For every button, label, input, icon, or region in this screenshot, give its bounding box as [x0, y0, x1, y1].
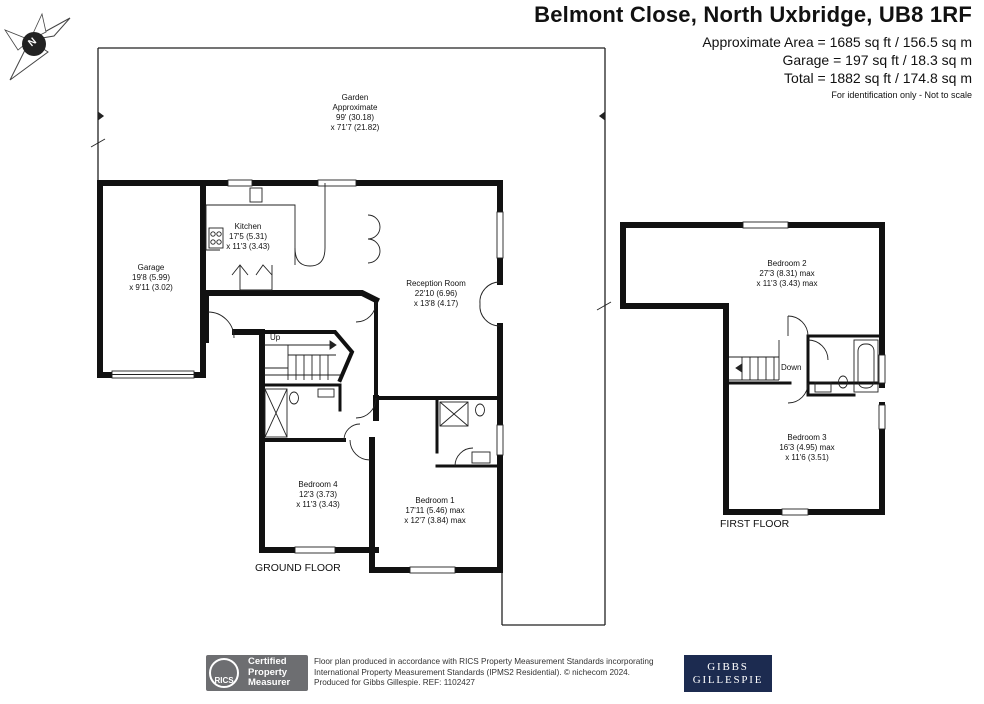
bedroom-3-label: Bedroom 3 16'3 (4.95) max x 11'6 (3.51)	[779, 433, 835, 462]
kitchen-label: Kitchen 17'5 (5.31) x 11'3 (3.43)	[226, 222, 270, 251]
stairs-up-label: Up	[270, 333, 281, 342]
bedroom-2-label: Bedroom 2 27'3 (8.31) max x 11'3 (3.43) …	[756, 259, 818, 288]
total-area: Total = 1882 sq ft / 174.8 sq m	[784, 70, 972, 86]
garage-area: Garage = 197 sq ft / 18.3 sq m	[782, 52, 973, 68]
stairs-down-label: Down	[781, 363, 802, 372]
rics-certification: Certified Property Measurer	[248, 656, 291, 688]
disclaimer-text: Floor plan produced in accordance with R…	[314, 657, 654, 687]
bedroom-1-label: Bedroom 1 17'11 (5.46) max x 12'7 (3.84)…	[404, 496, 466, 525]
first-floor-label: FIRST FLOOR	[720, 518, 790, 530]
reception-room-label: Reception Room 22'10 (6.96) x 13'8 (4.17…	[406, 279, 466, 308]
ground-floor-details	[111, 179, 504, 574]
footer: RICS Certified Property Measurer Floor p…	[206, 655, 776, 695]
agent-logo: GIBBS GILLESPIE	[684, 655, 772, 692]
bedroom-4-label: Bedroom 4 12'3 (3.73) x 11'3 (3.43)	[296, 480, 340, 509]
property-title: Belmont Close, North Uxbridge, UB8 1RF	[534, 2, 972, 27]
identification-note: For identification only - Not to scale	[831, 90, 972, 100]
ground-floor-label: GROUND FLOOR	[255, 562, 341, 574]
rics-logo: RICS	[209, 658, 239, 688]
first-floor-walls	[620, 222, 885, 515]
compass-icon	[3, 12, 71, 81]
rics-badge: RICS Certified Property Measurer	[206, 655, 308, 691]
garden-boundary	[90, 47, 612, 626]
first-floor-details	[729, 221, 886, 516]
garage-label: Garage 19'8 (5.99) x 9'11 (3.02)	[129, 263, 173, 292]
approximate-area: Approximate Area = 1685 sq ft / 156.5 sq…	[702, 34, 972, 50]
garden-label: Garden Approximate 99' (30.18) x 71'7 (2…	[330, 93, 380, 132]
